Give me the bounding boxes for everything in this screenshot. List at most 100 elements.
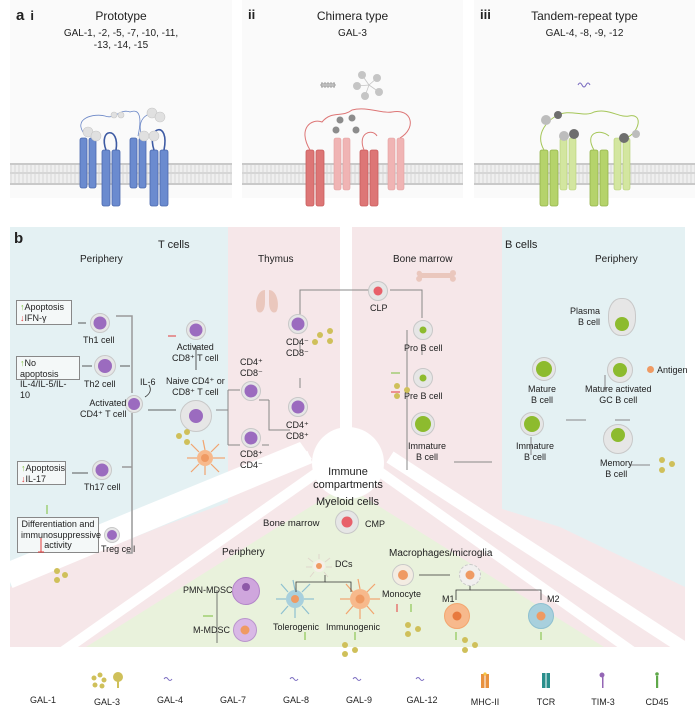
th1-label: Th1 cell	[83, 335, 115, 345]
legend-item-cd45: CD45	[627, 672, 687, 707]
tcells-title: T cells	[158, 239, 190, 251]
legend-item-mhc2: MHC-II	[455, 672, 515, 707]
cd45-icon	[655, 672, 659, 688]
dc-cells	[276, 578, 380, 619]
m1-label: M1	[442, 594, 455, 604]
panel-label-a: a	[16, 7, 25, 24]
plasma-b-cell	[608, 298, 636, 336]
activated-cd4-cell	[125, 395, 143, 413]
dn-label: CD4⁻CD8⁻	[286, 337, 309, 358]
subpanel-members: GAL-4, -8, -9, -12	[545, 28, 624, 39]
panel-label-b: b	[14, 230, 24, 247]
antigen-icon	[647, 366, 654, 373]
tandem-galectin-icon	[555, 72, 601, 98]
panel-a-tandem: iii Tandem-repeat type GAL-4, -8, -9, -1…	[474, 0, 695, 207]
m1-macrophage-cell	[444, 603, 470, 629]
cmp-label: CMP	[365, 519, 385, 529]
bone-marrow-title: Bone marrow	[393, 254, 453, 265]
subpanel-title: Tandem-repeat type	[531, 9, 638, 23]
subpanel-numeral: i	[30, 8, 34, 23]
th17-label: Th17 cell	[84, 482, 121, 492]
tim3-icon	[599, 672, 605, 688]
treg-label: Treg cell	[101, 544, 136, 554]
subpanel-members: -13, -14, -15	[93, 40, 149, 51]
pmn-mdsc-label: PMN-MDSC	[183, 585, 233, 595]
th17-effects-box: ↑Apoptosis ↓IL-17	[17, 461, 66, 485]
dp-label: CD4⁺CD8⁺	[286, 420, 309, 441]
mature-b-cell	[532, 357, 556, 381]
tcr-icon	[542, 673, 550, 688]
subpanel-title: Chimera type	[316, 9, 389, 23]
pre-b-label: Pre B cell	[404, 391, 443, 401]
gal1-icon	[30, 672, 56, 686]
monocyte-label: Monocyte	[382, 589, 422, 599]
thymus-title: Thymus	[258, 254, 294, 265]
legend-item-gal4: GAL-4	[140, 672, 200, 705]
myeloid-region	[70, 485, 620, 657]
gal9-icon	[341, 672, 377, 686]
antigen-label: Antigen	[657, 365, 688, 375]
subpanel-numeral: iii	[480, 7, 491, 22]
center-label: Immune compartments	[313, 466, 383, 491]
naive-t-cell	[180, 400, 212, 432]
pro-b-cell	[413, 320, 433, 340]
tcells-periphery-label: Periphery	[80, 254, 123, 265]
cell-membrane	[242, 163, 463, 185]
cd8-sp-thymocyte	[241, 428, 261, 448]
myeloid-title: Myeloid cells	[316, 496, 379, 508]
dc-precursor-icon	[306, 554, 332, 578]
tolerogenic-label: Tolerogenic	[273, 622, 320, 632]
th1-cell	[90, 313, 110, 333]
cell-membrane	[474, 163, 695, 185]
pro-b-label: Pro B cell	[404, 343, 443, 353]
legend-item-gal1: GAL-1	[13, 672, 73, 705]
m2-label: M2	[547, 594, 560, 604]
legend-item-gal9: GAL-9	[329, 672, 389, 705]
dendritic-cell-icon	[176, 429, 225, 475]
th2-effects-box: ↑No apoptosis IL-4/IL-5/IL-10	[16, 356, 80, 400]
prototype-receptors	[79, 107, 169, 207]
gal12-icon	[404, 672, 440, 686]
macrophages-title: Macrophages/microglia	[389, 548, 493, 559]
immunogenic-dc-icon	[340, 578, 380, 619]
immature-b-cell-periphery	[520, 412, 544, 436]
pmn-mdsc-cell	[232, 577, 260, 605]
legend-item-gal7: GAL-7	[203, 672, 263, 705]
th17-cell	[92, 460, 112, 480]
gc-b-cell	[607, 357, 633, 383]
m-mdsc-label: M-MDSC	[193, 625, 230, 635]
legend-item-gal12: GAL-12	[392, 672, 452, 705]
clp-label: CLP	[370, 303, 388, 313]
pre-b-cell	[413, 368, 433, 388]
chimera-galectin-icon	[308, 71, 383, 100]
cell-membrane	[10, 163, 232, 185]
dn-thymocyte	[288, 314, 308, 334]
gal3-icon	[91, 672, 123, 689]
bcells-periphery-label: Periphery	[595, 254, 638, 265]
legend-item-tim3: TIM-3	[573, 672, 633, 707]
th2-cell	[94, 355, 116, 377]
macrophage-cell	[459, 564, 481, 586]
immunogenic-label: Immunogenic	[326, 622, 381, 632]
center-circle	[312, 427, 384, 499]
gal8-icon	[278, 672, 314, 686]
legend-item-gal8: GAL-8	[266, 672, 326, 705]
gal7-icon	[220, 672, 246, 686]
mhc2-icon	[481, 672, 489, 688]
cd4-sp-label: CD4⁺CD8⁻	[240, 357, 263, 378]
activated-cd8-cell	[186, 320, 206, 340]
cmp-cell	[335, 510, 359, 534]
m-mdsc-cell	[233, 618, 257, 642]
subpanel-title: Prototype	[95, 9, 147, 23]
cd8-sp-label: CD8⁺CD4⁻	[240, 449, 263, 470]
